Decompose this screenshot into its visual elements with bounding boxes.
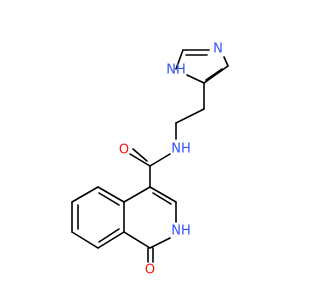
atom-lactam-o: O (145, 263, 155, 278)
atom-lactam-nh: NH (171, 224, 191, 239)
atom-amide-nh: NH (171, 142, 191, 157)
bond-benzene-c5-c6 (71, 186, 99, 203)
molecule-structure: NH N NH O NH O (71, 42, 229, 278)
bond-imidazole-n3-c4 (223, 56, 229, 67)
bond-linker-ch2a-ch2b (175, 108, 205, 124)
bond-amide-nh-c (149, 153, 171, 167)
bond-imidazole-c5-n1 (186, 74, 205, 84)
bond-ring-n2-c1 (149, 237, 171, 249)
bond-imidazole-n1-c2 (175, 49, 184, 70)
bond-ring-c1-c8a (123, 231, 151, 249)
bond-benzene-c7-c8 (71, 231, 99, 249)
bond-amide-c-o-double (132, 148, 148, 162)
bond-benzene-c4a-c5 (97, 186, 125, 203)
bond-benzene-c8-c8a (97, 231, 125, 249)
atom-amide-o: O (119, 143, 129, 158)
bond-benzene-c4a-c5-double (98, 192, 120, 206)
bond-ring-c4-c3 (149, 186, 177, 203)
atom-imidazole-n: N (213, 42, 223, 57)
atom-labels: NH N NH O NH O (119, 42, 223, 278)
bond-benzene-c8-c8a-double (98, 228, 120, 243)
bonds (71, 49, 229, 263)
bond-imidazole-c4-c5-double (205, 68, 223, 81)
atom-imidazole-nh: NH (166, 63, 186, 78)
bond-imidazole-c4-c5 (203, 65, 229, 84)
bond-ring-c4-c3-double (152, 192, 172, 205)
bond-ring-c4a-c4 (123, 186, 151, 203)
bond-amide-c-o (129, 153, 151, 167)
